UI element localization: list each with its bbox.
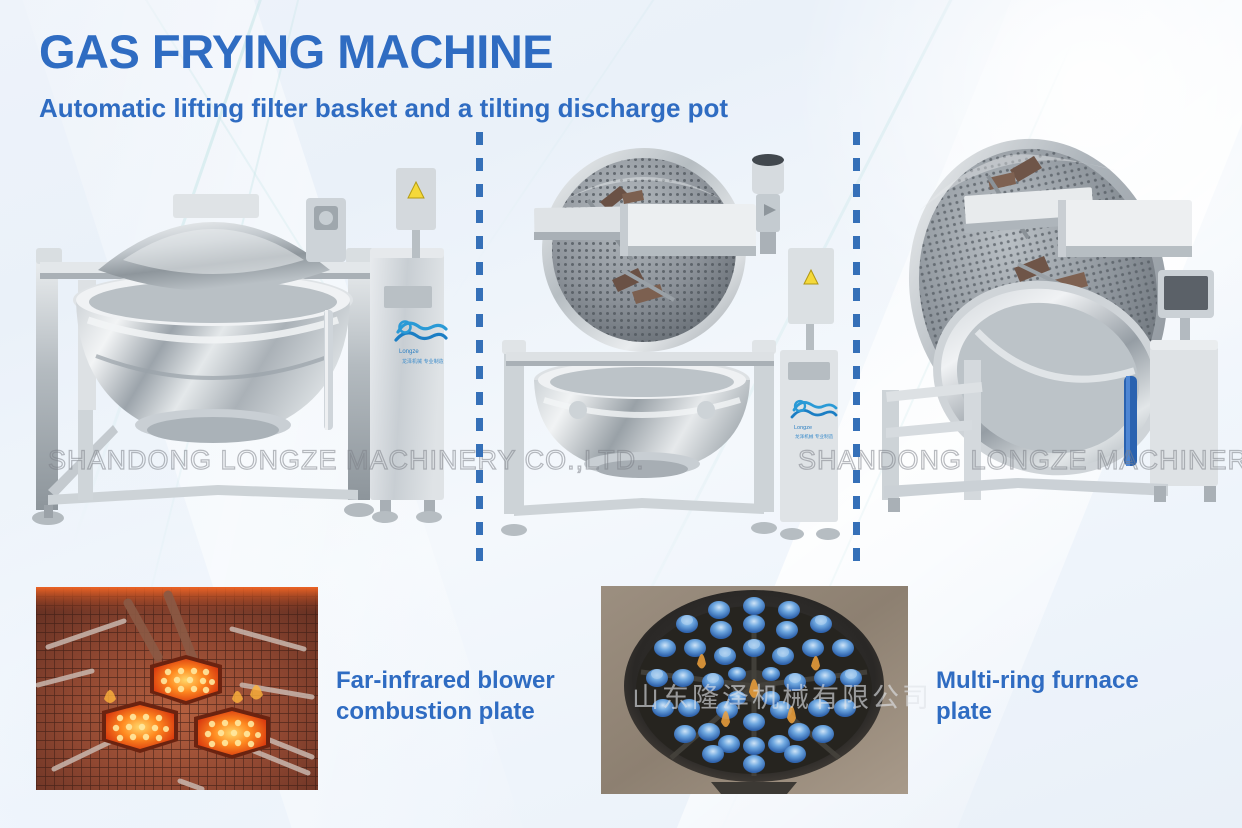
svg-text:龙泽机械 专业制造: 龙泽机械 专业制造: [795, 433, 834, 440]
page-title: GAS FRYING MACHINE: [39, 25, 554, 78]
inset-multi-ring-furnace-plate: [601, 586, 908, 794]
svg-text:龙泽机械 专业制造: 龙泽机械 专业制造: [402, 358, 444, 365]
gallery-image-left: Longze 龙泽机械 专业制造: [18, 160, 458, 560]
caption-far-infrared-plate: Far-infrared blower combustion plate: [336, 667, 555, 725]
gallery-image-center: Longze 龙泽机械 专业制造: [492, 142, 844, 560]
svg-text:Longze: Longze: [399, 349, 419, 355]
caption-multi-ring-plate: Multi-ring furnace plate: [936, 667, 1139, 725]
divider-dashed-2: [853, 132, 860, 572]
page-subtitle: Automatic lifting filter basket and a ti…: [39, 93, 729, 123]
svg-text:Longze: Longze: [794, 425, 812, 431]
gallery-image-right: [868, 128, 1238, 530]
inset-far-infrared-plate: [36, 587, 318, 790]
divider-dashed-1: [476, 132, 483, 572]
